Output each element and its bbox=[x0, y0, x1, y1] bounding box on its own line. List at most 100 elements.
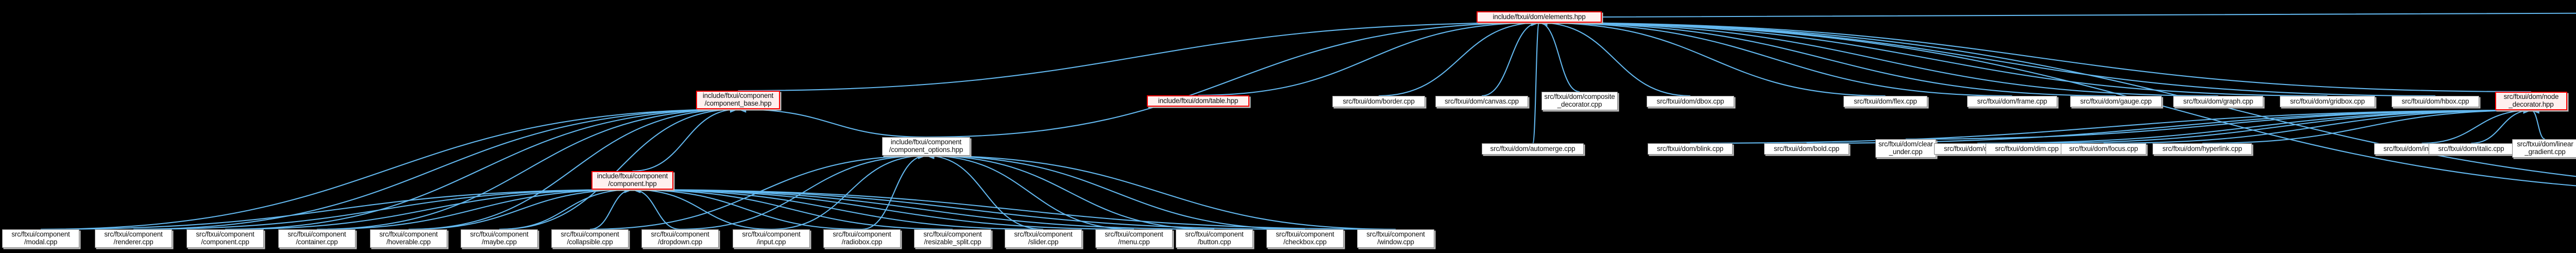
graph-node[interactable]: src/ftxui/component /dropdown.cpp bbox=[641, 229, 719, 248]
graph-edge bbox=[1538, 19, 2328, 97]
graph-edge bbox=[1538, 19, 1886, 97]
graph-node[interactable]: include/ftxui/component /component_base.… bbox=[696, 91, 780, 109]
graph-edge bbox=[2471, 107, 2532, 144]
graph-edge bbox=[225, 186, 633, 230]
graph-node[interactable]: src/ftxui/component /container.cpp bbox=[278, 229, 355, 248]
graph-edge bbox=[1481, 19, 1540, 97]
graph-edge bbox=[737, 106, 926, 138]
graph-node[interactable]: src/ftxui/dom/gauge.cpp bbox=[2070, 96, 2162, 107]
graph-node[interactable]: src/ftxui/dom/blink.cpp bbox=[1648, 143, 1733, 155]
graph-edge bbox=[861, 152, 927, 230]
graph-node[interactable]: include/ftxui/dom/elements.hpp bbox=[1477, 11, 1602, 23]
graph-edge bbox=[408, 106, 739, 230]
graph-edge bbox=[925, 152, 1044, 230]
graph-node[interactable]: src/ftxui/dom/canvas.cpp bbox=[1435, 96, 1528, 107]
graph-edge bbox=[680, 152, 927, 230]
graph-edge bbox=[632, 186, 1134, 230]
graph-node[interactable]: include/ftxui/dom/table.hpp bbox=[1147, 95, 1249, 107]
graph-node[interactable]: src/ftxui/dom/linear _gradient.cpp bbox=[2512, 139, 2576, 158]
graph-edge bbox=[925, 152, 1134, 230]
graph-edge bbox=[1538, 19, 2218, 97]
graph-node[interactable]: src/ftxui/dom/automerge.cpp bbox=[1482, 143, 1584, 155]
graph-node[interactable]: src/ftxui/component /menu.cpp bbox=[1095, 229, 1173, 248]
graph-node[interactable]: src/ftxui/dom/frame.cpp bbox=[1967, 96, 2057, 107]
graph-node[interactable]: src/ftxui/dom/node _decorator.hpp bbox=[2495, 92, 2567, 110]
graph-node[interactable]: src/ftxui/component /hoverable.cpp bbox=[370, 229, 447, 248]
graph-node[interactable]: src/ftxui/dom/hyperlink.cpp bbox=[2153, 143, 2252, 155]
graph-edge bbox=[1538, 19, 2576, 187]
graph-edge bbox=[1538, 19, 2012, 97]
graph-edge bbox=[925, 152, 1306, 230]
graph-node[interactable]: src/ftxui/dom/dbox.cpp bbox=[1647, 96, 1734, 107]
graph-node[interactable]: include/ftxui/component /component.hpp bbox=[591, 171, 673, 190]
graph-edge bbox=[316, 186, 633, 230]
graph-node[interactable]: src/ftxui/component /modal.cpp bbox=[2, 229, 79, 248]
graph-edge bbox=[1538, 19, 1691, 97]
graph-edge bbox=[1531, 19, 1540, 144]
graph-node[interactable]: src/ftxui/dom/composite _decorator.cpp bbox=[1541, 92, 1618, 110]
graph-edge bbox=[1538, 19, 2436, 97]
graph-node[interactable]: src/ftxui/component /checkbox.cpp bbox=[1266, 229, 1344, 248]
graph-edge bbox=[1905, 107, 2532, 140]
graph-edge bbox=[632, 186, 953, 230]
graph-edge bbox=[632, 186, 862, 230]
graph-edge bbox=[1806, 107, 2532, 144]
graph-node[interactable]: src/ftxui/component /component.cpp bbox=[187, 229, 264, 248]
graph-edge bbox=[1601, 12, 2576, 18]
graph-node[interactable]: src/ftxui/component /renderer.cpp bbox=[95, 229, 172, 248]
graph-node[interactable]: src/ftxui/dom/gridbox.cpp bbox=[2280, 96, 2375, 107]
graph-node[interactable]: src/ftxui/component /resizable_split.cpp bbox=[914, 229, 991, 248]
graph-edge bbox=[1977, 107, 2532, 144]
graph-node[interactable]: src/ftxui/component /input.cpp bbox=[733, 229, 810, 248]
graph-edge bbox=[2026, 107, 2532, 144]
graph-node[interactable]: src/ftxui/dom/border.cpp bbox=[1332, 96, 1425, 107]
graph-node[interactable]: src/ftxui/component /radiobox.cpp bbox=[823, 229, 901, 248]
graph-node[interactable]: src/ftxui/component /collapsible.cpp bbox=[551, 229, 629, 248]
graph-edge bbox=[408, 186, 633, 230]
graph-edge bbox=[771, 152, 927, 230]
graph-node[interactable]: src/ftxui/dom/graph.cpp bbox=[2173, 96, 2263, 107]
graph-node[interactable]: src/ftxui/component /window.cpp bbox=[1357, 229, 1434, 248]
graph-edge bbox=[1538, 19, 1580, 93]
graph-node[interactable]: src/ftxui/dom/focus.cpp bbox=[2061, 143, 2146, 155]
graph-edge bbox=[499, 186, 633, 230]
graph-edge bbox=[2530, 107, 2546, 140]
graph-edge bbox=[632, 186, 1044, 230]
graph-edge bbox=[1538, 19, 2116, 97]
graph-edge bbox=[1378, 19, 1540, 97]
graph-edge bbox=[925, 152, 1396, 230]
graph-edge bbox=[1690, 107, 2532, 144]
graph-edge bbox=[133, 106, 739, 230]
graph-node[interactable]: src/ftxui/dom/bold.cpp bbox=[1764, 143, 1849, 155]
graph-edge bbox=[632, 106, 739, 172]
graph-edge bbox=[632, 186, 1396, 230]
graph-edge bbox=[2103, 107, 2532, 144]
graph-node[interactable]: src/ftxui/dom/clear _under.cpp bbox=[1875, 139, 1936, 158]
graph-edge bbox=[2421, 107, 2532, 144]
graph-node[interactable]: src/ftxui/component /maybe.cpp bbox=[461, 229, 538, 248]
graph-edge bbox=[632, 186, 1215, 230]
graph-edge bbox=[40, 106, 739, 230]
graph-node[interactable]: src/ftxui/dom/dim.cpp bbox=[1986, 143, 2068, 155]
graph-edge bbox=[632, 186, 772, 230]
graph-edge bbox=[1538, 19, 2576, 177]
graph-edge bbox=[40, 186, 633, 230]
graph-edge bbox=[225, 106, 739, 230]
graph-edge bbox=[632, 186, 681, 230]
graph-edge bbox=[316, 106, 739, 230]
graph-node[interactable]: src/ftxui/component /button.cpp bbox=[1176, 229, 1253, 248]
graph-node[interactable]: src/ftxui/dom/italic.cpp bbox=[2429, 143, 2514, 155]
graph-edge bbox=[589, 152, 927, 230]
graph-edge bbox=[499, 106, 739, 230]
graph-edge bbox=[133, 186, 633, 230]
graph-node[interactable]: src/ftxui/component /slider.cpp bbox=[1005, 229, 1082, 248]
graph-edge bbox=[2202, 107, 2532, 144]
graph-edge bbox=[926, 19, 1540, 138]
graph-node[interactable]: src/ftxui/dom/flex.cpp bbox=[1843, 96, 1927, 107]
graph-edge bbox=[925, 152, 1215, 230]
graph-edge bbox=[1198, 19, 1540, 96]
graph-node[interactable]: src/ftxui/dom/hbox.cpp bbox=[2392, 96, 2479, 107]
graph-node[interactable]: include/ftxui/component /component_optio… bbox=[882, 137, 970, 156]
